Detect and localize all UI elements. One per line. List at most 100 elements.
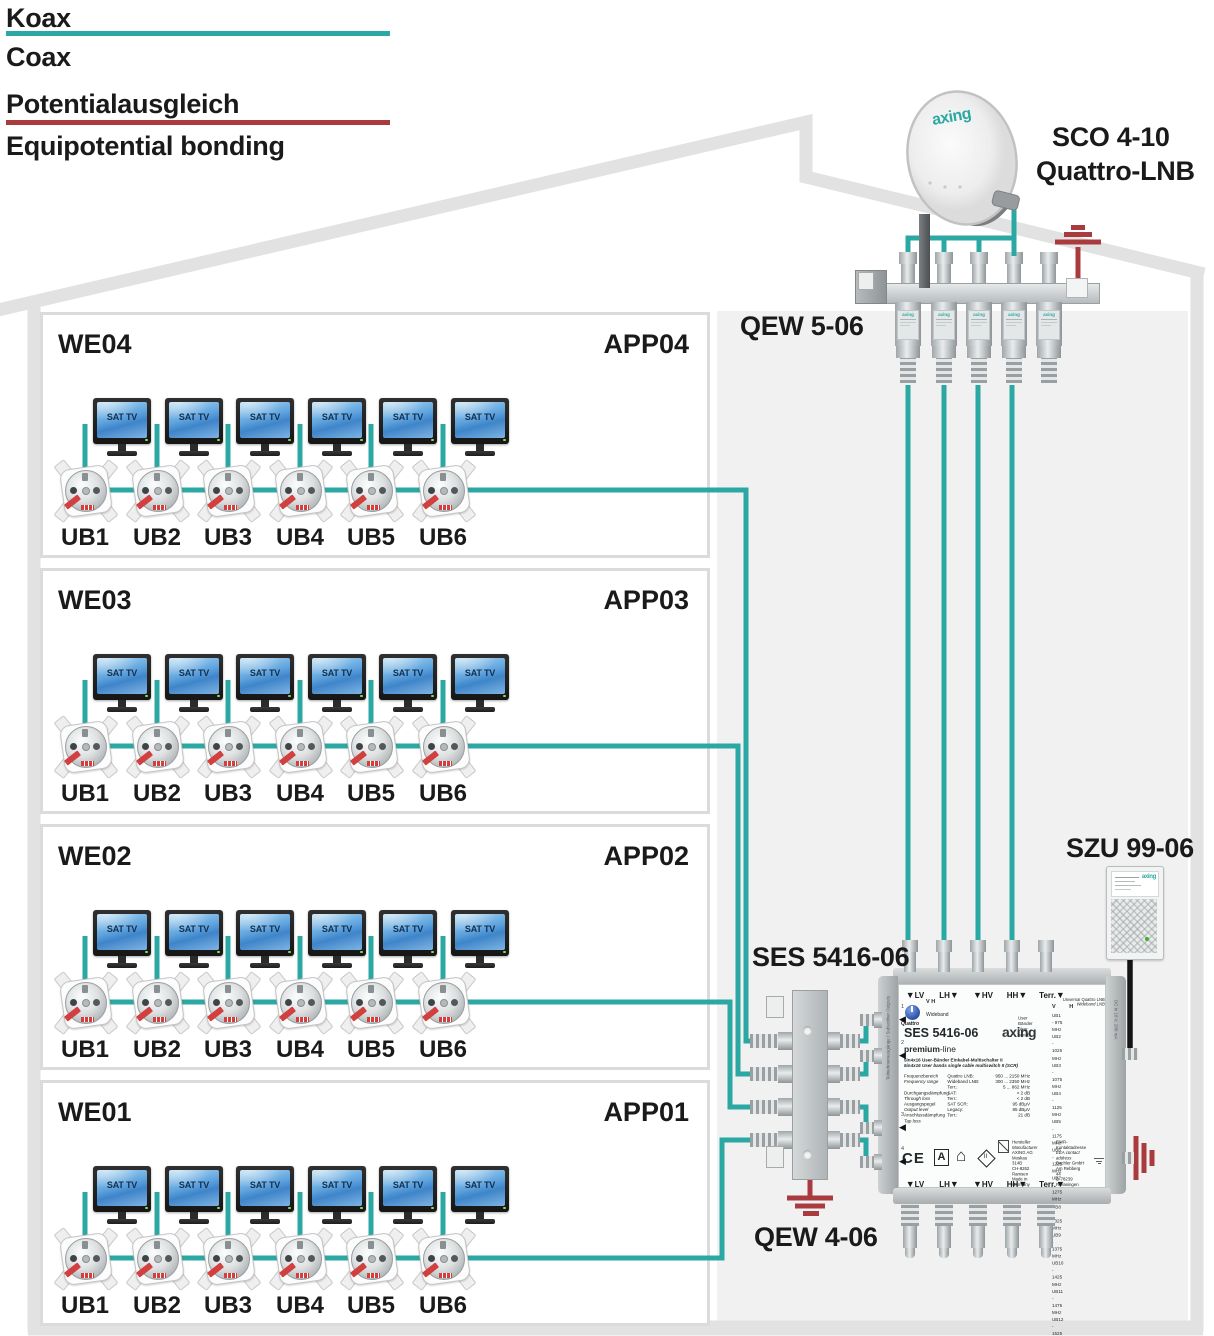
qew5-protector-thread [936,358,952,383]
outlet-right-port [236,487,243,494]
coax-trunk-WE03 [85,743,752,1077]
outlet-center-port [82,1255,90,1263]
wall-outlet-WE03-UB3 [196,715,262,779]
ses-user-band: UB5 - 1175 MHz [1052,1119,1062,1146]
tv-screen-label: SAT TV [106,412,138,422]
outlet-id-label: UB5 [346,1292,395,1319]
ses-port-label-HV: ▼HV [972,1179,994,1189]
tv-stand-neck [333,1212,341,1219]
tv-stand-base [250,1219,280,1224]
outlet-top-slot [154,1241,160,1249]
wall-outlet-WE03-UB4 [268,715,334,779]
ses-terminator-tip-3 [973,1248,983,1258]
tv-screen: SAT TV [169,658,219,694]
eea-line: D-78239 Rielasingen [1056,1177,1079,1188]
qew4-left-thread-2 [750,1067,778,1081]
protector-brand-logo: axing [902,312,914,317]
ses-right-edge-text: DC in 18 V, 280 mA [1112,1000,1118,1040]
tv-stand-neck [118,1212,126,1219]
outlet-right-port [451,1255,458,1262]
outlet-id-label: UB3 [203,524,252,551]
outlet-red-markers [296,1273,309,1278]
sat-tv-WE04-UB5: SAT TV [379,398,437,462]
qew5-earth-bolt [1066,278,1088,298]
eea-line: Bechler GmbH [1056,1161,1085,1167]
szu-label-text: SZU 99-06 [1066,833,1194,863]
tv-screen: SAT TV [240,1170,290,1206]
qew4-right-hex-1 [826,1032,840,1050]
tv-power-led [217,951,220,953]
outlet-red-markers [153,505,166,510]
outlet-red-markers [439,1017,452,1022]
sat-tv-WE04-UB2: SAT TV [165,398,223,462]
tv-screen: SAT TV [383,402,433,438]
outlet-top-slot [297,1241,303,1249]
ses-terminator-top-2 [935,1204,953,1226]
outlet-center-port [82,743,90,751]
tv-screen-label: SAT TV [178,1180,210,1190]
qew5-protector-label: axing [933,310,955,340]
tv-stand-base [179,1219,209,1224]
wall-outlet-WE02-UB5 [339,971,405,1035]
tv-screen-label: SAT TV [321,412,353,422]
tv-screen: SAT TV [455,402,505,438]
outlet-left-port [70,1255,77,1262]
outlet-center-port [368,1255,376,1263]
outlet-left-port [356,487,363,494]
qew5-top-nut [899,252,917,264]
outlet-left-port [285,743,292,750]
sat-tv-WE01-UB5: SAT TV [379,1166,437,1230]
sat-tv-WE02-UB4: SAT TV [308,910,366,974]
tv-screen-label: SAT TV [392,924,424,934]
ses-input-hex-2 [874,1048,882,1064]
ses-user-band: UB9 - 1375 MHz [1052,1232,1063,1259]
ses-input-number-3: 3 [901,1112,905,1118]
legend-bonding-line-sample [6,120,390,125]
outlet-left-port [142,743,149,750]
outlet-id-label: UB6 [418,524,467,551]
tv-power-led [503,1207,506,1209]
tv-screen-label: SAT TV [392,1180,424,1190]
tv-stand-neck [333,700,341,707]
outlet-id-label: UB4 [275,1292,324,1319]
outlet-left-port [356,743,363,750]
outlet-id-label: UB6 [418,780,467,807]
outlet-right-port [93,743,100,750]
outlet-left-port [70,743,77,750]
tv-stand-base [322,707,352,712]
outlet-right-port [165,999,172,1006]
wall-outlet-WE04-UB3 [196,459,262,523]
tv-stand-neck [404,700,412,707]
legend-koax-label: Koax [6,3,71,33]
outlet-top-slot [440,1241,446,1249]
outlet-top-slot [154,729,160,737]
tv-stand-base [465,451,495,456]
ses-top-connector-LH [938,950,950,972]
tv-screen-label: SAT TV [178,924,210,934]
wall-outlet-WE01-UB2 [125,1227,191,1291]
ses-terminator-top-5 [1037,1204,1055,1226]
qew4-right-thread-1 [840,1034,860,1048]
outlet-left-port [285,999,292,1006]
apartment-we-label: WE01 [58,1097,132,1127]
outlet-center-port [368,999,376,1007]
protector-brand-logo: axing [938,312,950,317]
tv-stand-base [322,1219,352,1224]
qew5-bracket-plate [862,283,1100,304]
outlet-right-port [165,743,172,750]
tv-stand-neck [190,444,198,451]
tv-stand-base [465,707,495,712]
tv-power-led [145,951,148,953]
ses-terminator-top-1 [901,1204,919,1226]
outlet-right-port [451,743,458,750]
outlet-right-port [93,1255,100,1262]
ses-bands-title: User Bänder User bands [1018,1016,1033,1038]
outlet-top-slot [82,729,88,737]
outlet-red-markers [439,505,452,510]
qew5-protector-label: axing [897,310,919,340]
dish-mast [919,214,930,288]
tv-power-led [288,1207,291,1209]
ses-power-stub [1122,1048,1138,1060]
ses-input-triangle-1: ◀ [899,1014,906,1024]
